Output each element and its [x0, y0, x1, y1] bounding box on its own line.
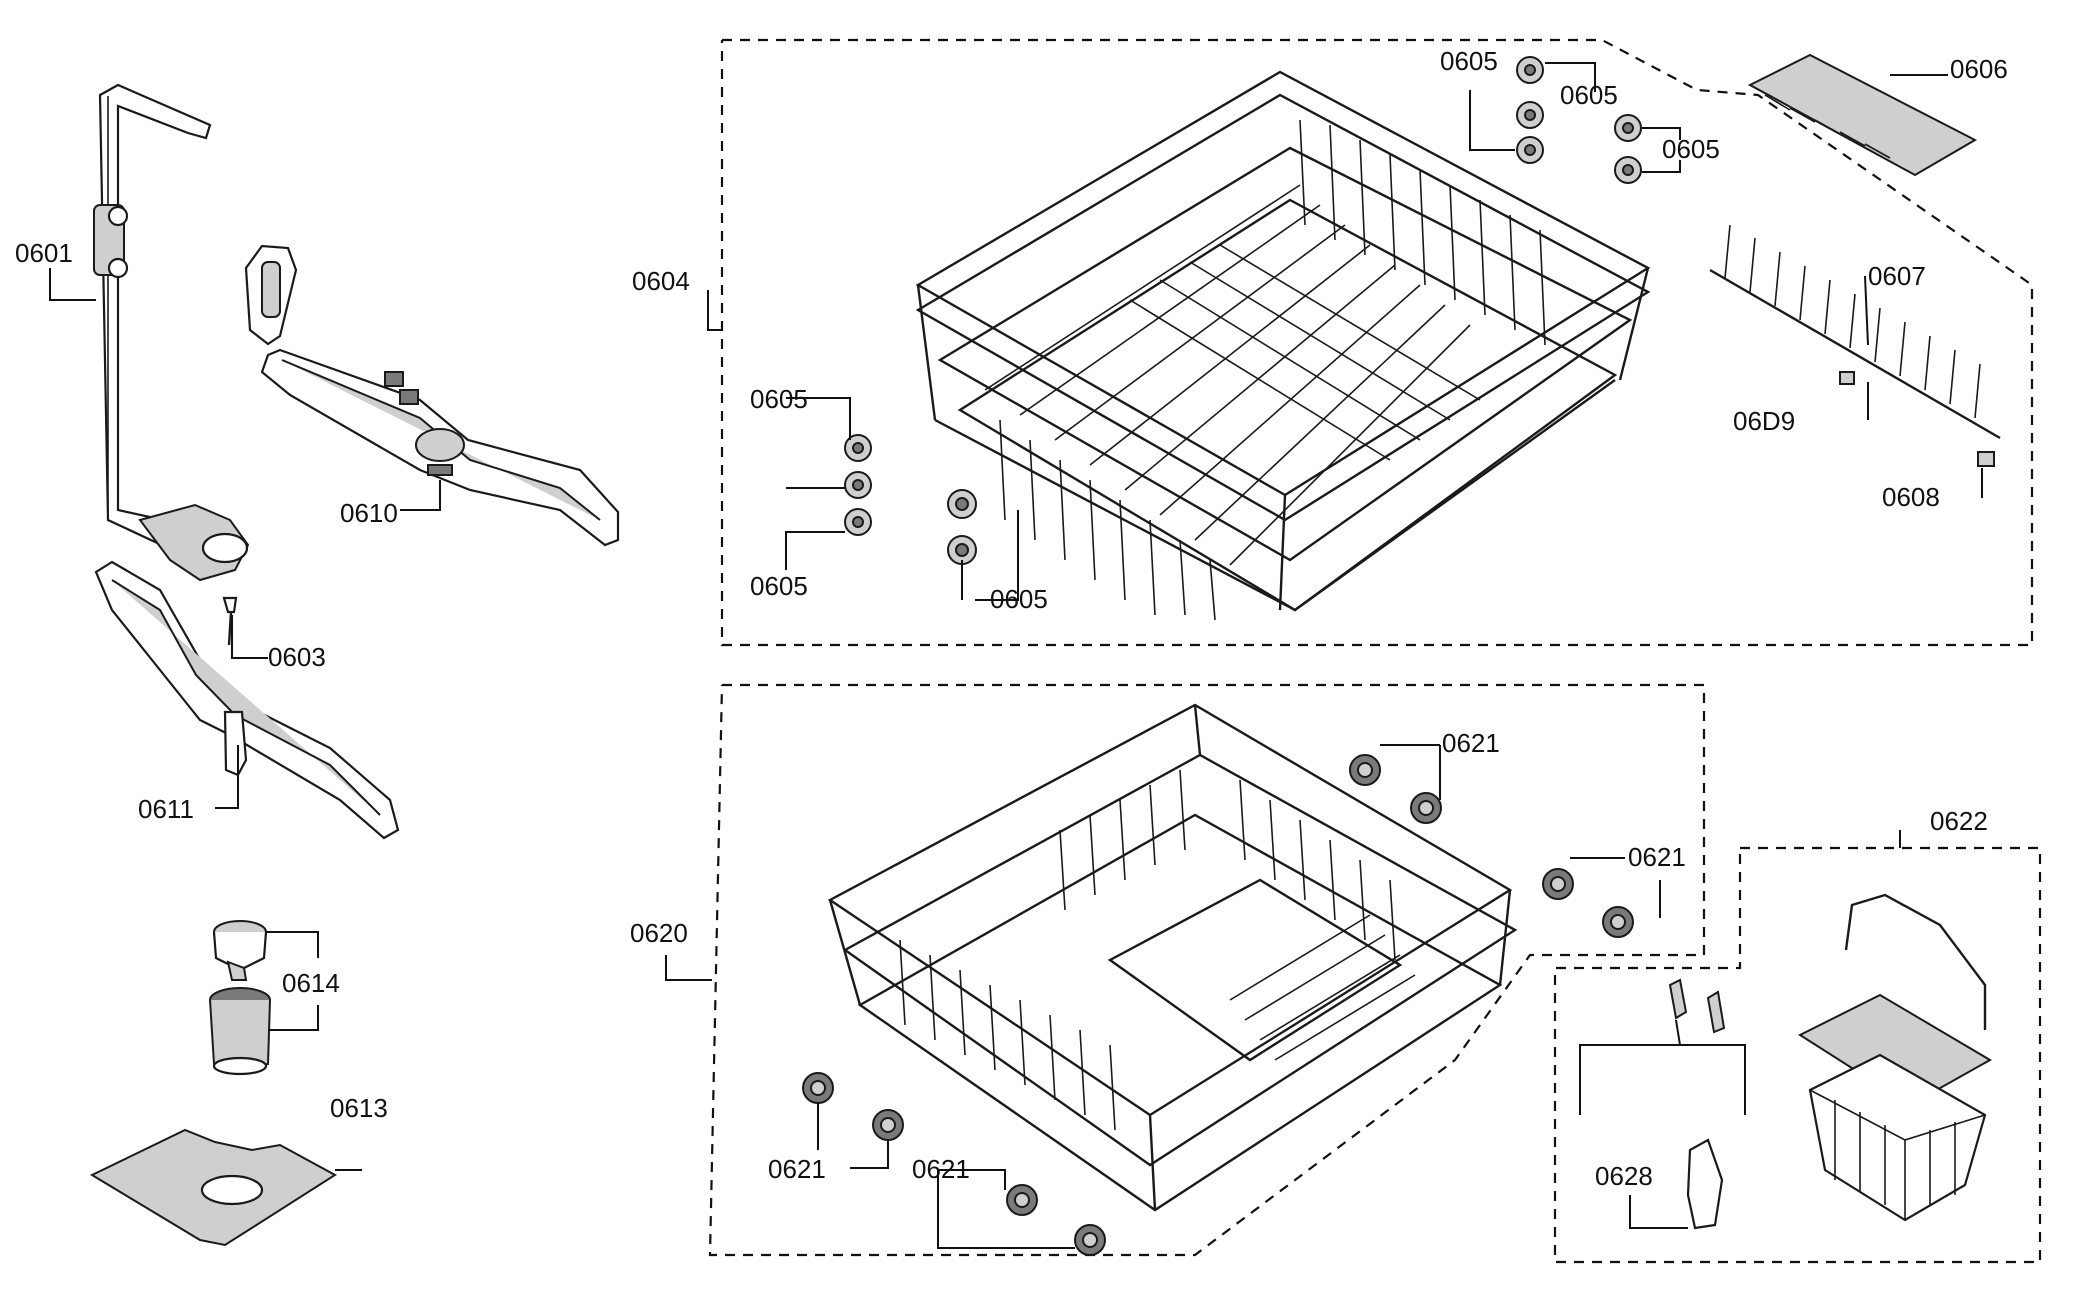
lower-rack-group-boundary [708, 683, 1706, 1257]
part-0608-clip [1977, 451, 1995, 467]
part-0628-clips [1668, 978, 1726, 1230]
label-0621-lower-left-1: 0621 [768, 1154, 826, 1184]
label-0621-lower-right-2: 0621 [1628, 842, 1686, 872]
label-0606: 0606 [1950, 54, 2008, 84]
label-0605-upper-left-1: 0605 [750, 384, 808, 414]
label-0603: 0603 [268, 642, 326, 672]
label-0601: 0601 [15, 238, 73, 268]
upper-rack [915, 70, 1651, 621]
part-0613-filter-plate [89, 1128, 337, 1247]
label-0605-upper-left-3: 0605 [990, 584, 1048, 614]
label-0605-upper-right-3: 0605 [1662, 134, 1720, 164]
leader-lines [49, 62, 1983, 1249]
part-06D9-clip [1839, 371, 1855, 385]
label-06D9: 06D9 [1733, 406, 1795, 436]
upper-rack-group-boundary [720, 38, 2034, 647]
label-0620: 0620 [630, 918, 688, 948]
part-0610-upper-spray-arm [244, 244, 620, 547]
label-0628: 0628 [1595, 1161, 1653, 1191]
label-0608: 0608 [1882, 482, 1940, 512]
label-0605-upper-left-2: 0605 [750, 571, 808, 601]
part-0601-feed-pipe [93, 83, 250, 582]
label-0621-lower-left-2: 0621 [912, 1154, 970, 1184]
part-0603-screw [222, 596, 238, 646]
upper-rack-wheels [844, 56, 1642, 565]
label-0621-lower-right-1: 0621 [1442, 728, 1500, 758]
part-0614-filter [209, 920, 271, 1076]
label-0605-upper-right-2: 0605 [1560, 80, 1618, 110]
part-0606-cup-shelf [1747, 53, 1978, 177]
part-0607-tine-row [1709, 224, 2001, 440]
label-0611: 0611 [138, 794, 194, 824]
label-0604: 0604 [632, 266, 690, 296]
lower-rack-wheels [802, 754, 1634, 1256]
cutlery-basket-group-boundary [1553, 846, 2042, 1264]
part-0622-cutlery-basket [1797, 893, 1993, 1222]
label-0613: 0613 [330, 1093, 388, 1123]
label-0614: 0614 [282, 968, 340, 998]
label-0607: 0607 [1868, 261, 1926, 291]
label-0605-upper-right-1: 0605 [1440, 46, 1498, 76]
part-0611-lower-spray-arm [94, 560, 400, 840]
lower-rack [827, 703, 1518, 1212]
label-0622: 0622 [1930, 806, 1988, 836]
label-0610: 0610 [340, 498, 398, 528]
